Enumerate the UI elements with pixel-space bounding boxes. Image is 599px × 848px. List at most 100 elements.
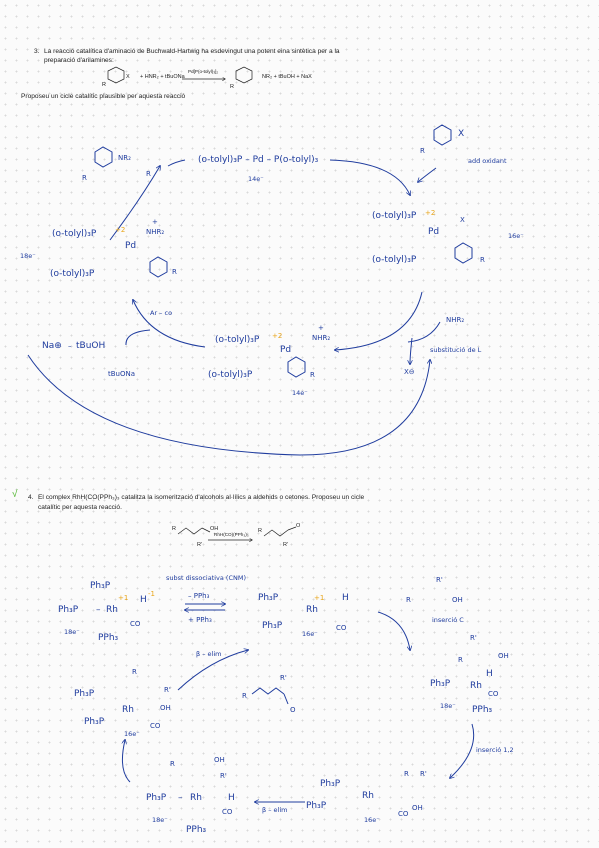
enol-h: H [228, 793, 235, 803]
dissociation-label: subst dissociativa (CNM) [166, 574, 246, 582]
oxadd-pd: Pd [428, 227, 439, 237]
amine-complex-charge: + [318, 324, 324, 332]
enol-r: R [170, 760, 175, 768]
alkoxide-r: R [132, 668, 137, 676]
product-nr2: NR₂ [118, 154, 131, 162]
arx-ring [433, 124, 452, 146]
oxadd-oxidation-state: +2 [425, 209, 435, 217]
q3-catalyst: Pd[P(o-tolyl)₃]₂ [188, 69, 218, 74]
dash: – [68, 342, 72, 350]
allyl-oh: OH [210, 526, 218, 532]
enol-electron-count: 18e⁻ [152, 816, 168, 824]
dash-enol: – [178, 793, 183, 803]
dash-rh: – [96, 605, 101, 615]
allyl-alcohol-chain [177, 527, 203, 535]
coordination-label: inserció C [432, 616, 464, 624]
enol-oh: OH [214, 756, 225, 764]
amido-aryl-ring [149, 256, 168, 278]
arrow-to-alkoxide [122, 740, 131, 783]
amine-complex-oxidation-state: +2 [272, 332, 282, 340]
product-o: O [290, 706, 296, 714]
allyl-alcohol-oh-bond [201, 527, 211, 533]
alkoxide-ph3p-bottom: Ph₃P [84, 717, 105, 727]
rh-cat-oxidation: +1 [118, 594, 128, 602]
q3-statement-line1: La reacció catalítica d'aminació de Buch… [44, 48, 340, 55]
allyl-r: R [172, 526, 176, 532]
amido-charge: + [152, 218, 158, 226]
halide-anion: X⊖ [404, 368, 415, 376]
product-aryl-ring [94, 146, 113, 168]
arrow-amine-in [407, 321, 441, 343]
carbonyl-chain [263, 529, 289, 537]
product-r: R [82, 174, 87, 182]
carbonyl-o: O [296, 523, 301, 529]
rh16-ph3p-top: Ph₃P [258, 593, 279, 603]
amine-reagent: NHR₂ [446, 316, 464, 324]
alkyl-ph3p-top: Ph₃P [320, 779, 341, 789]
amine-complex-phosphine-bottom: (o-tolyl)₃P [208, 370, 253, 380]
pd0-complex: (o-tolyl)₃P – Pd – P(o-tolyl)₃ [198, 155, 319, 165]
tbuona-base: tBuONa [108, 370, 135, 378]
q3-r-right: R [230, 84, 234, 90]
alkoxide-oh: OH [160, 704, 171, 712]
alkyl-oh: OH [412, 804, 423, 812]
amine-complex-r: R [310, 371, 315, 379]
product-co-bond [283, 693, 289, 705]
rh-cat-h: H [140, 595, 147, 605]
incoming-alcohol-oh: OH [452, 596, 463, 604]
q3-r-left: R [102, 82, 106, 88]
rh16-rh: Rh [306, 605, 318, 615]
incoming-alcohol-r: R [406, 596, 411, 604]
alkene-complex-ph3p: Ph₃P [430, 679, 451, 689]
alkoxide-rp: R' [164, 686, 171, 694]
alkene-complex-rh: Rh [470, 681, 482, 691]
arrow-beta-elim-product [177, 650, 248, 691]
q3-x: X [126, 74, 130, 80]
q4-statement-line1: El complex RhH(CO(PPh₃)₃ catalitza la is… [38, 494, 365, 501]
oxadd-x: X [460, 216, 465, 224]
amido-phosphine-top: (o-tolyl)₃P [52, 229, 97, 239]
oxadd-electron-count: 16e⁻ [508, 232, 524, 240]
q3-statement-line2: preparació d'arilamines: [44, 57, 114, 64]
rh-cat-rh: Rh [106, 605, 118, 615]
amine-complex-phosphine-top: (o-tolyl)₃P [215, 335, 260, 345]
product-r-2: R [146, 170, 151, 178]
ar-co-note: Ar – co [150, 309, 172, 317]
arylamine-ring [235, 66, 253, 84]
plus-pph3: + PPh₃ [188, 616, 212, 624]
rh16-electron-count: 16e⁻ [302, 630, 318, 638]
alkyl-rh: Rh [362, 791, 374, 801]
alkene-complex-r: R [458, 656, 463, 664]
amido-nhr2: NHR₂ [146, 228, 164, 236]
minus-pph3: – PPh₃ [188, 592, 210, 600]
amine-complex-aryl-ring [287, 356, 306, 378]
arrow-arx-in [418, 167, 437, 182]
alkene-complex-pph3: PPh₃ [472, 705, 493, 715]
arrow-product-out [167, 159, 186, 167]
amido-oxidation-state: +2 [115, 226, 125, 234]
cycle2-arrows [122, 604, 475, 802]
alkoxide-co: CO [150, 722, 161, 730]
rh16-h: H [342, 593, 349, 603]
q4-scheme [177, 526, 297, 540]
rh-cat-pph3-bottom: PPh₃ [98, 633, 119, 643]
amine-complex-nhr2: NHR₂ [312, 334, 330, 342]
alkyl-r: R [404, 770, 409, 778]
q4-catalyst: RhH(CO)(PPh₃)₃ [214, 532, 249, 537]
q4-statement-line2: catalític per aquesta reacció. [38, 504, 122, 511]
q3-products: NR₂ + tBuOH + NaX [262, 74, 312, 80]
arrow-to-oxidative-addition [329, 159, 410, 195]
tbuoh-byproduct: tBuOH [76, 341, 105, 351]
allyl-rp: R' [197, 542, 202, 548]
q3-prompt: Proposeu un cicle catalític plausible pe… [21, 93, 186, 100]
alkyl-ph3p-bottom: Ph₃P [306, 801, 327, 811]
oxadd-phosphine-top: (o-tolyl)₃P [372, 211, 417, 221]
alkyl-rp: R' [420, 770, 427, 778]
product-carbonyl-chain [251, 687, 285, 695]
alkene-complex-co: CO [488, 690, 499, 698]
arrow-to-alkene-complex [377, 611, 410, 650]
insertion-label: inserció 1,2 [476, 746, 514, 754]
carbonyl-rp: R' [283, 542, 288, 548]
product-rp: R' [280, 674, 287, 682]
